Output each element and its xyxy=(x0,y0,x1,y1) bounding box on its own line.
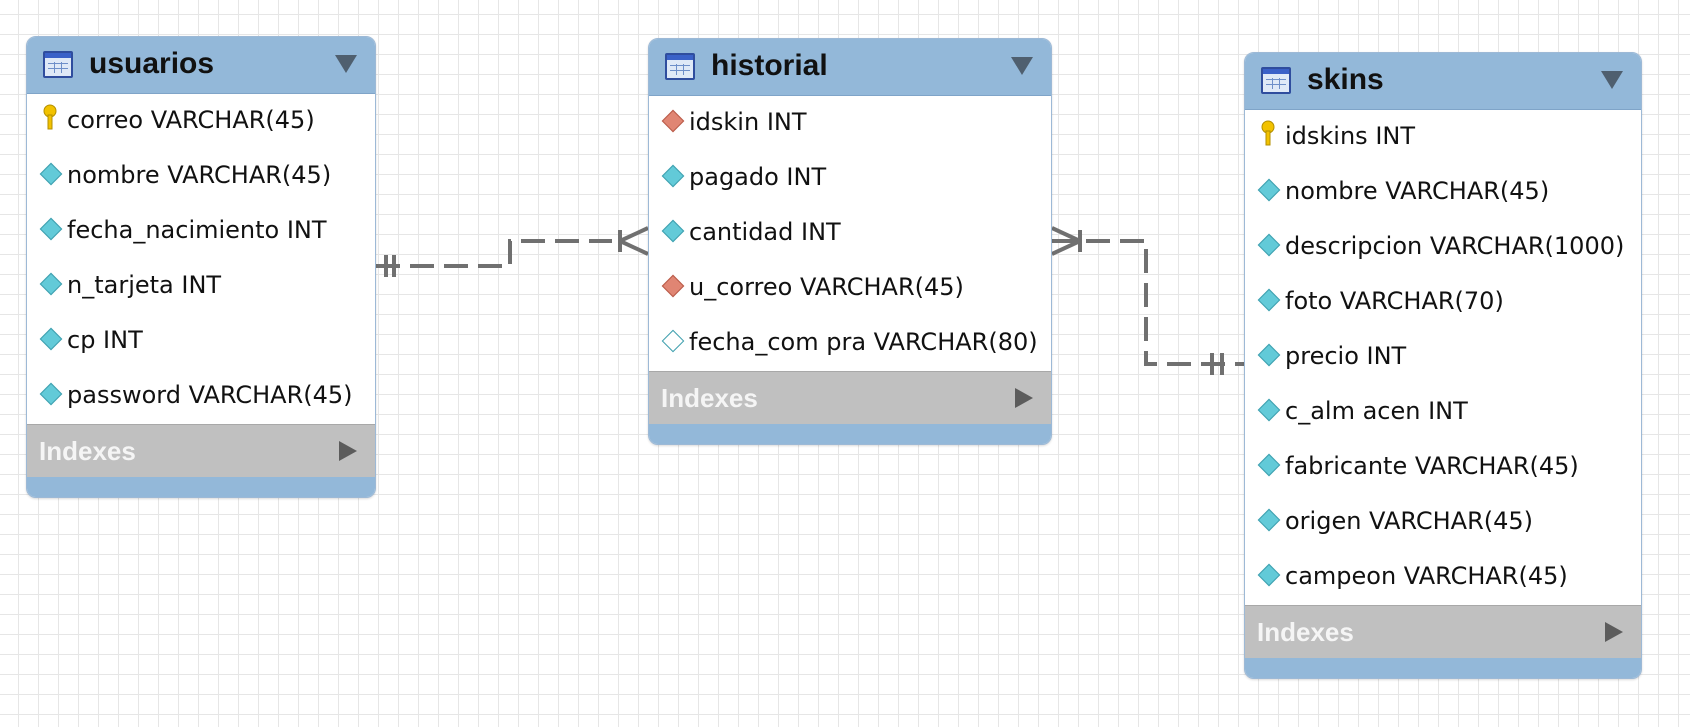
not-null-column-icon xyxy=(1257,508,1281,532)
table-header[interactable]: usuarios xyxy=(27,37,375,94)
column-row[interactable]: n_tarjeta INT xyxy=(27,259,375,314)
not-null-column-icon xyxy=(1257,563,1281,587)
column-row[interactable]: idskin INT xyxy=(649,96,1051,151)
not-null-column-icon xyxy=(39,382,63,406)
expand-arrow-icon[interactable] xyxy=(1015,388,1033,408)
column-row[interactable]: foto VARCHAR(70) xyxy=(1245,275,1641,330)
not-null-column-icon xyxy=(661,164,685,188)
column-label: password VARCHAR(45) xyxy=(67,381,353,409)
column-label: u_correo VARCHAR(45) xyxy=(689,273,964,301)
not-null-column-icon xyxy=(1257,178,1281,202)
column-row[interactable]: fabricante VARCHAR(45) xyxy=(1245,440,1641,495)
expand-arrow-icon[interactable] xyxy=(339,441,357,461)
column-label: fabricante VARCHAR(45) xyxy=(1285,452,1579,480)
table-header[interactable]: historial xyxy=(649,39,1051,96)
column-label: nombre VARCHAR(45) xyxy=(67,161,332,189)
crowfoot-marker xyxy=(1051,226,1081,243)
table-footer xyxy=(649,424,1051,444)
table-skins[interactable]: skins idskins INT nombre VARCHAR(45) des… xyxy=(1244,52,1642,679)
indexes-section[interactable]: Indexes xyxy=(1245,605,1641,658)
primary-key-icon xyxy=(43,104,57,130)
column-row[interactable]: idskins INT xyxy=(1245,110,1641,165)
column-row[interactable]: fecha_com pra VARCHAR(80) xyxy=(649,316,1051,371)
column-row[interactable]: precio INT xyxy=(1245,330,1641,385)
table-icon xyxy=(665,53,695,80)
column-label: c_alm acen INT xyxy=(1285,397,1468,425)
column-label: n_tarjeta INT xyxy=(67,271,222,299)
indexes-label: Indexes xyxy=(39,436,136,466)
column-row[interactable]: c_alm acen INT xyxy=(1245,385,1641,440)
column-label: idskins INT xyxy=(1285,122,1416,150)
table-usuarios[interactable]: usuarios correo VARCHAR(45) nombre VARCH… xyxy=(26,36,376,498)
column-list: correo VARCHAR(45) nombre VARCHAR(45) fe… xyxy=(27,94,375,424)
indexes-section[interactable]: Indexes xyxy=(27,424,375,477)
column-label: cantidad INT xyxy=(689,218,841,246)
not-null-column-icon xyxy=(1257,398,1281,422)
column-row[interactable]: pagado INT xyxy=(649,151,1051,206)
column-label: campeon VARCHAR(45) xyxy=(1285,562,1568,590)
crowfoot-marker xyxy=(619,239,649,256)
column-label: fecha_nacimiento INT xyxy=(67,216,327,244)
foreign-key-icon xyxy=(661,109,685,133)
table-footer xyxy=(1245,658,1641,678)
relationship-skins-historial xyxy=(1052,239,1244,366)
column-row[interactable]: cp INT xyxy=(27,314,375,369)
collapse-arrow-icon[interactable] xyxy=(335,55,357,73)
expand-arrow-icon[interactable] xyxy=(1605,622,1623,642)
foreign-key-icon xyxy=(661,274,685,298)
column-row[interactable]: u_correo VARCHAR(45) xyxy=(649,261,1051,316)
column-label: descripcion VARCHAR(1000) xyxy=(1285,232,1625,260)
column-label: precio INT xyxy=(1285,342,1407,370)
column-label: pagado INT xyxy=(689,163,827,191)
not-null-column-icon xyxy=(39,327,63,351)
table-historial[interactable]: historial idskin INT pagado INT cantidad… xyxy=(648,38,1052,445)
not-null-column-icon xyxy=(39,217,63,241)
column-list: idskins INT nombre VARCHAR(45) descripci… xyxy=(1245,110,1641,605)
relationship-usuarios-historial xyxy=(376,239,612,268)
column-row[interactable]: correo VARCHAR(45) xyxy=(27,94,375,149)
column-row[interactable]: nombre VARCHAR(45) xyxy=(1245,165,1641,220)
column-row[interactable]: fecha_nacimiento INT xyxy=(27,204,375,259)
not-null-column-icon xyxy=(1257,233,1281,257)
not-null-column-icon xyxy=(39,162,63,186)
column-row[interactable]: cantidad INT xyxy=(649,206,1051,261)
column-row[interactable]: campeon VARCHAR(45) xyxy=(1245,550,1641,605)
column-label: correo VARCHAR(45) xyxy=(67,106,315,134)
column-label: fecha_com pra VARCHAR(80) xyxy=(689,328,1038,356)
column-row[interactable]: nombre VARCHAR(45) xyxy=(27,149,375,204)
not-null-column-icon xyxy=(1257,343,1281,367)
not-null-column-icon xyxy=(1257,288,1281,312)
table-header[interactable]: skins xyxy=(1245,53,1641,110)
indexes-label: Indexes xyxy=(1257,617,1354,647)
crowfoot-marker xyxy=(619,226,649,243)
table-icon xyxy=(43,51,73,78)
column-label: foto VARCHAR(70) xyxy=(1285,287,1504,315)
not-null-column-icon xyxy=(661,219,685,243)
column-label: cp INT xyxy=(67,326,143,354)
nullable-column-icon xyxy=(661,329,685,353)
table-icon xyxy=(1261,67,1291,94)
table-title: usuarios xyxy=(89,47,215,80)
primary-key-icon xyxy=(1261,120,1275,146)
column-label: idskin INT xyxy=(689,108,807,136)
table-footer xyxy=(27,477,375,497)
column-row[interactable]: descripcion VARCHAR(1000) xyxy=(1245,220,1641,275)
column-list: idskin INT pagado INT cantidad INT u_cor… xyxy=(649,96,1051,371)
column-row[interactable]: password VARCHAR(45) xyxy=(27,369,375,424)
crowfoot-marker xyxy=(1051,239,1081,256)
indexes-label: Indexes xyxy=(661,383,758,413)
table-title: historial xyxy=(711,49,828,82)
not-null-column-icon xyxy=(1257,453,1281,477)
not-null-column-icon xyxy=(39,272,63,296)
table-title: skins xyxy=(1307,63,1384,96)
column-label: nombre VARCHAR(45) xyxy=(1285,177,1550,205)
collapse-arrow-icon[interactable] xyxy=(1601,71,1623,89)
collapse-arrow-icon[interactable] xyxy=(1011,57,1033,75)
indexes-section[interactable]: Indexes xyxy=(649,371,1051,424)
column-row[interactable]: origen VARCHAR(45) xyxy=(1245,495,1641,550)
column-label: origen VARCHAR(45) xyxy=(1285,507,1534,535)
